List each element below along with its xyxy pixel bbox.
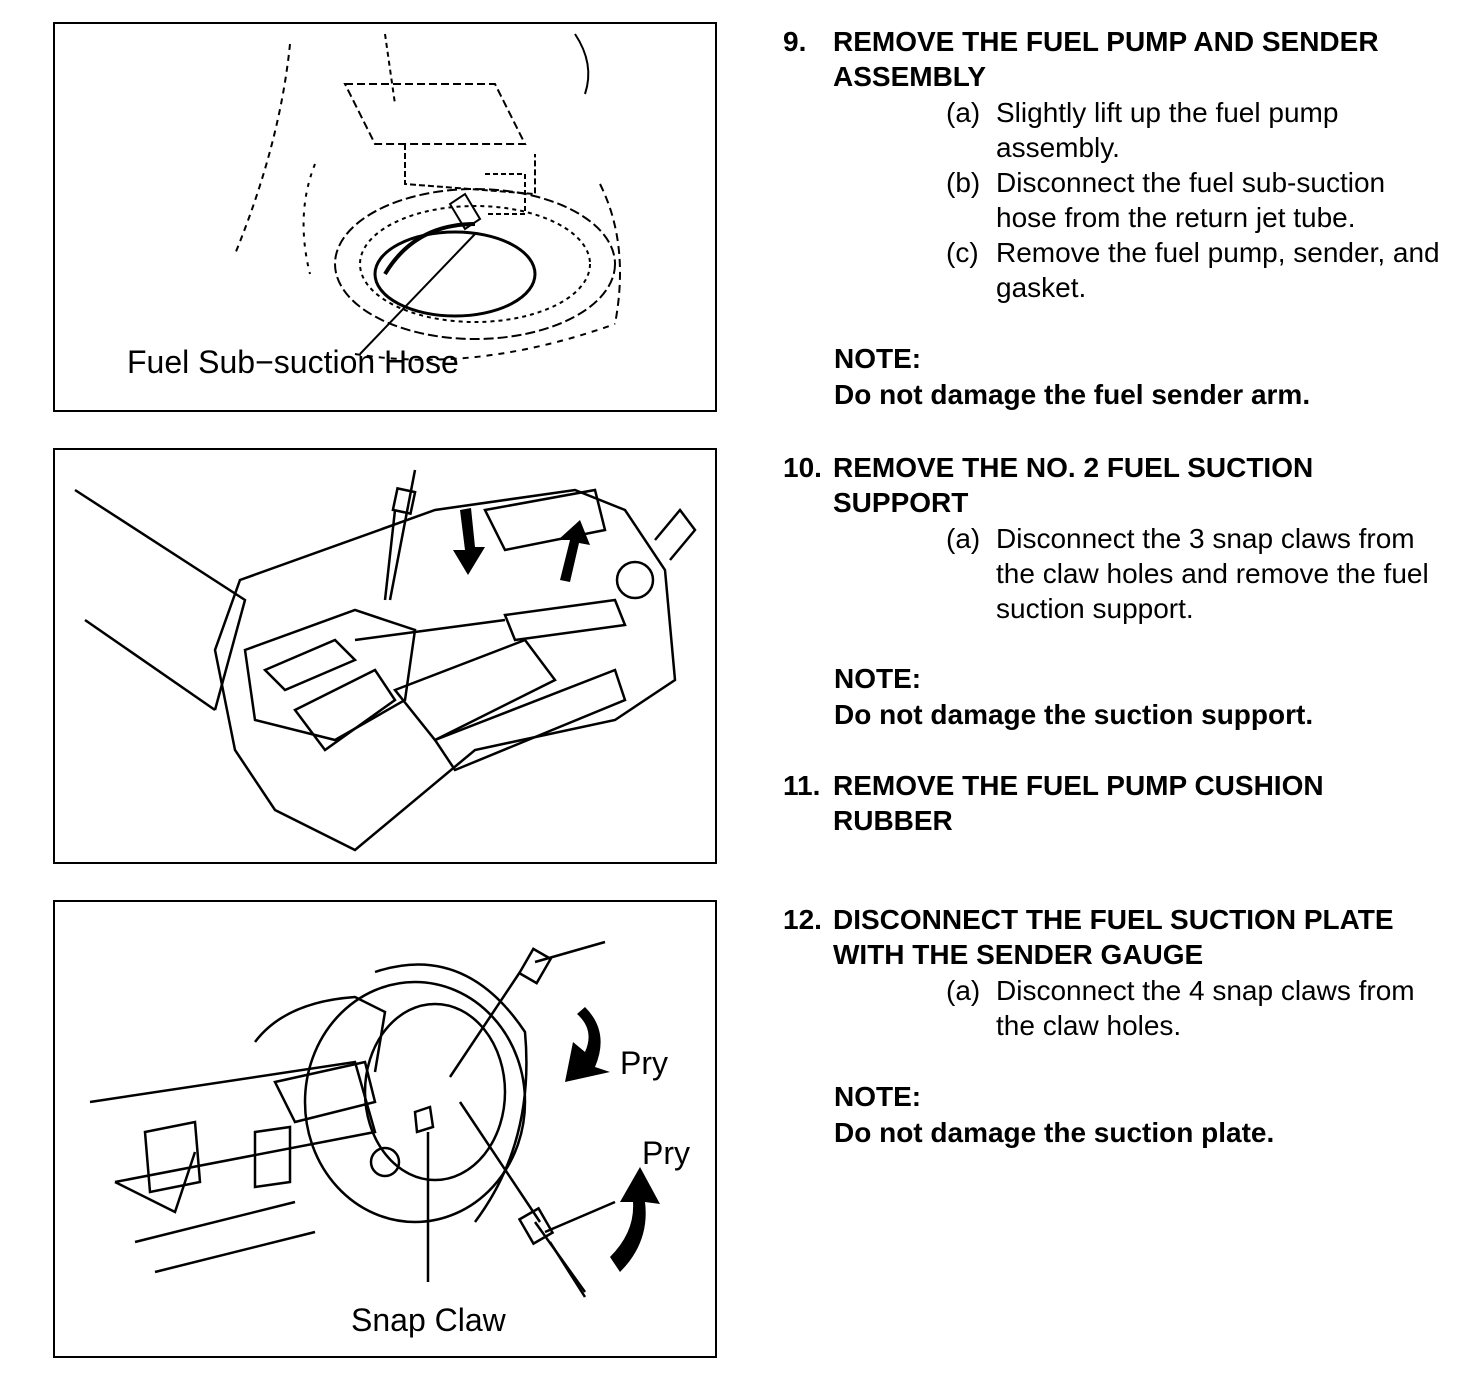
- down-arrow-icon: [453, 508, 485, 575]
- step-title: REMOVE THE FUEL PUMP CUSHION RUBBER: [833, 770, 1324, 836]
- step-number: 9.: [783, 26, 807, 57]
- substep-letter: (a): [946, 523, 981, 554]
- step-title: REMOVE THE NO. 2 FUEL SUCTION SUPPORT: [833, 452, 1314, 518]
- step-9-substep-b: (b) Disconnect the fuel sub-suction hose…: [946, 165, 1446, 235]
- step-title: REMOVE THE FUEL PUMP AND SENDER ASSEMBLY: [833, 26, 1379, 92]
- step-9-note-label: NOTE:: [834, 343, 922, 374]
- suction-support-removal-illustration: [74, 469, 697, 852]
- substep-letter: (a): [946, 97, 981, 128]
- step-12-heading: 12. DISCONNECT THE FUEL SUCTION PLATE WI…: [783, 902, 1443, 972]
- figure-fuel-suction-plate: Pry Pry Snap Claw: [53, 900, 717, 1358]
- step-number: 11.: [783, 770, 821, 801]
- up-arrow-icon: [558, 520, 590, 582]
- substep-text: Slightly lift up the fuel pump assembly.: [996, 97, 1339, 163]
- fuel-tank-opening-illustration: [234, 33, 621, 361]
- step-number: 10.: [783, 452, 822, 483]
- figure-fuel-sub-suction-hose: Fuel Sub−suction Hose: [53, 22, 717, 412]
- substep-text: Remove the fuel pump, sender, and gasket…: [996, 237, 1440, 303]
- suction-plate-disconnect-illustration: [89, 940, 660, 1298]
- snap-claw-label: Snap Claw: [351, 1302, 506, 1338]
- curved-arrow-up-icon: [610, 1167, 660, 1272]
- step-title: DISCONNECT THE FUEL SUCTION PLATE WITH T…: [833, 904, 1394, 970]
- step-9-note-text: Do not damage the fuel sender arm.: [834, 379, 1311, 410]
- pry-label-bottom: Pry: [642, 1135, 690, 1171]
- step-9-substep-a: (a) Slightly lift up the fuel pump assem…: [946, 95, 1446, 165]
- substep-text: Disconnect the fuel sub-suction hose fro…: [996, 167, 1386, 233]
- step-10-note-label: NOTE:: [834, 663, 922, 694]
- step-12-substep-a: (a) Disconnect the 4 snap claws from the…: [946, 973, 1446, 1043]
- step-12-note-label: NOTE:: [834, 1081, 922, 1112]
- substep-text: Disconnect the 4 snap claws from the cla…: [996, 975, 1415, 1041]
- step-9-substep-c: (c) Remove the fuel pump, sender, and ga…: [946, 235, 1446, 305]
- step-number: 12.: [783, 904, 822, 935]
- substep-text: Disconnect the 3 snap claws from the cla…: [996, 523, 1429, 624]
- substep-letter: (c): [946, 237, 979, 268]
- fuel-sub-suction-hose-label: Fuel Sub−suction Hose: [127, 344, 459, 380]
- pry-label-top: Pry: [620, 1045, 668, 1081]
- step-11-heading: 11. REMOVE THE FUEL PUMP CUSHION RUBBER: [783, 768, 1443, 838]
- step-10-substep-a: (a) Disconnect the 3 snap claws from the…: [946, 521, 1446, 626]
- substep-letter: (a): [946, 975, 981, 1006]
- curved-arrow-down-icon: [565, 1007, 610, 1082]
- figure-no2-fuel-suction-support: [53, 448, 717, 864]
- step-12-note-text: Do not damage the suction plate.: [834, 1117, 1275, 1148]
- step-9-heading: 9. REMOVE THE FUEL PUMP AND SENDER ASSEM…: [783, 24, 1443, 94]
- step-10-note-text: Do not damage the suction support.: [834, 699, 1314, 730]
- substep-letter: (b): [946, 167, 981, 198]
- step-10-heading: 10. REMOVE THE NO. 2 FUEL SUCTION SUPPOR…: [783, 450, 1443, 520]
